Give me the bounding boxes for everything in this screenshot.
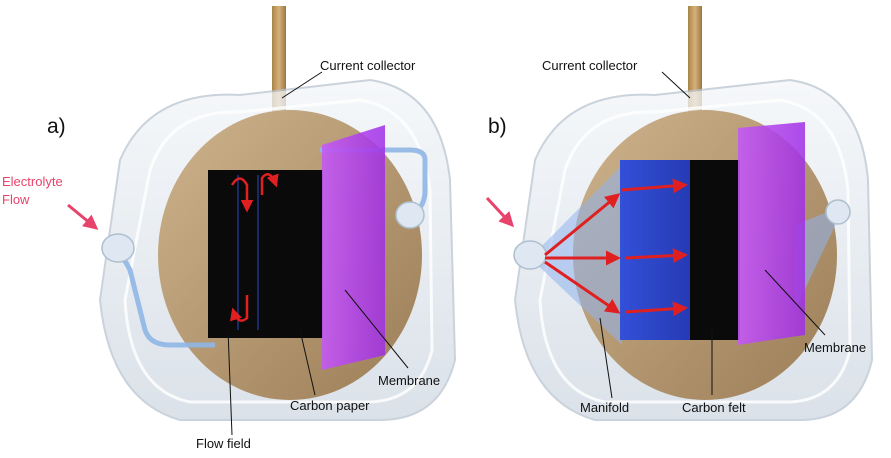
label-current-collector-b: Current collector xyxy=(542,58,638,73)
inlet-fitting-b xyxy=(513,240,547,270)
membrane-b xyxy=(738,122,805,345)
carbon-felt-b xyxy=(690,160,740,340)
label-current-collector-a: Current collector xyxy=(320,58,416,73)
leader-flow-field xyxy=(227,329,233,436)
frame-rim-b xyxy=(538,98,852,404)
flow-arrow-a-2 xyxy=(260,173,279,195)
leader-membrane-a xyxy=(344,289,409,369)
flow-arrow-b-6 xyxy=(624,301,688,317)
outlet-fitting-a xyxy=(395,201,425,229)
panel-b: b) Current collector Membrane Manifold C… xyxy=(485,6,874,421)
label-carbon-felt: Carbon felt xyxy=(682,400,746,415)
leader-current-collector-a xyxy=(281,71,323,99)
manifold-outlet-b xyxy=(795,205,845,310)
leader-carbon-paper xyxy=(299,329,316,396)
panel-a: a) Current collector Electrolyte Flow Me… xyxy=(2,6,457,451)
label-flow-field: Flow field xyxy=(196,436,251,451)
flow-arrow-a-3 xyxy=(230,295,249,322)
flow-arrow-a-1 xyxy=(230,177,254,213)
flow-arrow-b-3 xyxy=(544,260,621,314)
label-manifold: Manifold xyxy=(580,400,629,415)
label-carbon-paper: Carbon paper xyxy=(290,398,370,413)
panel-letter-b: b) xyxy=(488,115,507,138)
label-flow: Flow xyxy=(2,192,30,207)
label-membrane-a: Membrane xyxy=(378,373,440,388)
label-membrane-b: Membrane xyxy=(804,340,866,355)
inlet-arrow-b xyxy=(485,196,515,228)
leader-current-collector-b xyxy=(661,71,691,99)
leader-manifold xyxy=(599,317,613,399)
outlet-fitting-b xyxy=(825,199,851,225)
label-electrolyte: Electrolyte xyxy=(2,174,63,189)
electrolyte-flow-arrow xyxy=(67,203,99,230)
flow-field-a xyxy=(208,170,323,338)
flow-arrow-b-4 xyxy=(621,178,688,194)
membrane-a xyxy=(322,125,385,370)
inlet-fitting-a xyxy=(101,233,135,263)
flow-arrow-b-5 xyxy=(624,248,688,264)
panel-letter-a: a) xyxy=(47,115,66,138)
frame-rim-a xyxy=(123,98,434,404)
flow-arrow-b-1 xyxy=(544,193,621,257)
leader-membrane-b xyxy=(764,269,826,336)
